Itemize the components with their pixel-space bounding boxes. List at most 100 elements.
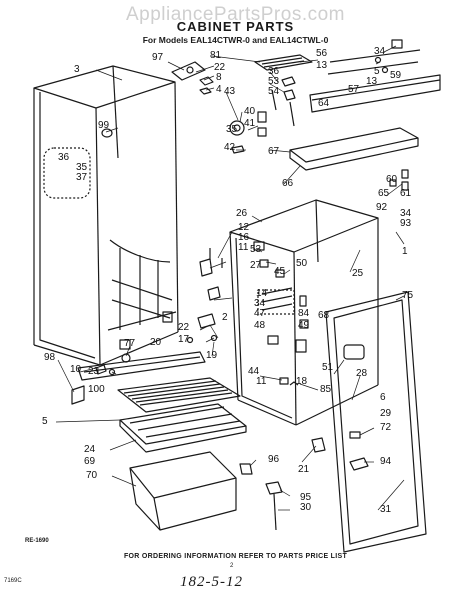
callout-54: 54 <box>268 86 280 97</box>
callout-96: 96 <box>268 454 280 465</box>
callout-42: 42 <box>224 142 236 153</box>
callout-92: 92 <box>376 202 388 213</box>
wire-shelf <box>117 377 241 413</box>
callout-45: 45 <box>274 266 286 277</box>
diagram-title: CABINET PARTS <box>176 19 295 34</box>
callout-53: 53 <box>268 76 280 87</box>
watermark: AppliancePartsPros.com <box>125 4 346 25</box>
diagram-subtitle: For Models EAL14CTWR-0 and EAL14CTWL-0 <box>142 35 329 45</box>
callout-56: 56 <box>316 48 328 59</box>
callout-44: 44 <box>248 366 260 377</box>
callout-93: 93 <box>400 218 412 229</box>
top-hinge-parts <box>171 54 313 154</box>
side-code: 7169C <box>4 578 22 584</box>
callout-61: 61 <box>400 188 412 199</box>
upper-door-rack <box>289 39 441 191</box>
callout-99: 99 <box>98 120 110 131</box>
callout-21: 21 <box>298 464 310 475</box>
callout-43: 43 <box>224 86 236 97</box>
callout-72: 72 <box>380 422 392 433</box>
crisper-cover <box>119 403 247 453</box>
right-cabinet-liner <box>229 199 379 426</box>
callout-1: 1 <box>402 246 408 257</box>
callout-41: 41 <box>244 118 256 129</box>
callout-77: 77 <box>124 338 136 349</box>
callout-27: 27 <box>250 260 262 271</box>
callout-30: 30 <box>300 502 312 513</box>
callout-2: 2 <box>222 312 228 323</box>
callout-31: 31 <box>380 504 392 515</box>
callout-18: 18 <box>296 376 308 387</box>
callout-10: 10 <box>70 364 82 375</box>
callout-20: 20 <box>150 337 162 348</box>
callout-48: 48 <box>254 320 266 331</box>
callout-85: 85 <box>320 384 332 395</box>
drawing-code: RE-1690 <box>25 538 49 544</box>
callout-59: 59 <box>390 70 402 81</box>
callout-65: 65 <box>378 188 390 199</box>
page-number: 2 <box>230 563 234 569</box>
callout-34: 34 <box>374 46 386 57</box>
callout-66: 66 <box>282 178 294 189</box>
callout-34: 34 <box>400 208 412 219</box>
callout-22: 22 <box>178 322 190 333</box>
misc-parts <box>239 431 369 531</box>
crisper-pan <box>129 451 237 531</box>
callout-67: 67 <box>268 146 280 157</box>
callout-26: 26 <box>236 208 248 219</box>
callout-49: 49 <box>298 320 310 331</box>
callout-97: 97 <box>152 52 164 63</box>
callout-95: 95 <box>300 492 312 503</box>
hinge-brackets <box>186 248 223 344</box>
callout-17: 17 <box>178 334 190 345</box>
callout-94: 94 <box>380 456 392 467</box>
left-cabinet-shell <box>33 65 179 366</box>
callout-22: 22 <box>214 62 226 73</box>
callout-5: 5 <box>42 416 48 427</box>
lower-hinge-grille <box>71 351 206 405</box>
callout-68: 68 <box>318 310 330 321</box>
callout-81: 81 <box>210 50 222 61</box>
callout-36: 36 <box>58 152 70 163</box>
callout-8: 8 <box>216 72 222 83</box>
callout-36: 36 <box>268 66 280 77</box>
callout-25: 25 <box>352 268 364 279</box>
callout-69: 69 <box>84 456 96 467</box>
callout-53: 53 <box>250 244 262 255</box>
callout-28: 28 <box>356 368 368 379</box>
callout-60: 60 <box>386 174 398 185</box>
callout-11: 11 <box>256 376 267 387</box>
callout-16: 16 <box>238 232 250 243</box>
callout-70: 70 <box>86 470 98 481</box>
handwritten-note: 182-5-12 <box>180 574 243 590</box>
callout-35: 35 <box>226 124 238 135</box>
callout-23: 23 <box>88 366 100 377</box>
ordering-note: FOR ORDERING INFORMATION REFER TO PARTS … <box>123 553 348 560</box>
callout-5: 5 <box>374 66 380 77</box>
callout-40: 40 <box>244 106 256 117</box>
callout-14: 14 <box>256 288 268 299</box>
callout-57: 57 <box>348 84 360 95</box>
callout-51: 51 <box>322 362 334 373</box>
callout-35: 35 <box>76 162 88 173</box>
callout-13: 13 <box>366 76 378 87</box>
callout-64: 64 <box>318 98 330 109</box>
callout-11: 11 <box>238 242 249 253</box>
callout-98: 98 <box>44 352 56 363</box>
callout-12: 12 <box>238 222 250 233</box>
callout-3: 3 <box>74 64 80 75</box>
callout-13: 13 <box>316 60 328 71</box>
callout-4: 4 <box>216 84 222 95</box>
callout-29: 29 <box>380 408 392 419</box>
callout-84: 84 <box>298 308 310 319</box>
leader-lines <box>55 45 405 511</box>
door-gasket <box>325 291 427 553</box>
callout-37: 37 <box>76 172 88 183</box>
callout-50: 50 <box>296 258 308 269</box>
callout-24: 24 <box>84 444 96 455</box>
callout-19: 19 <box>206 350 218 361</box>
callout-34: 34 <box>254 298 266 309</box>
